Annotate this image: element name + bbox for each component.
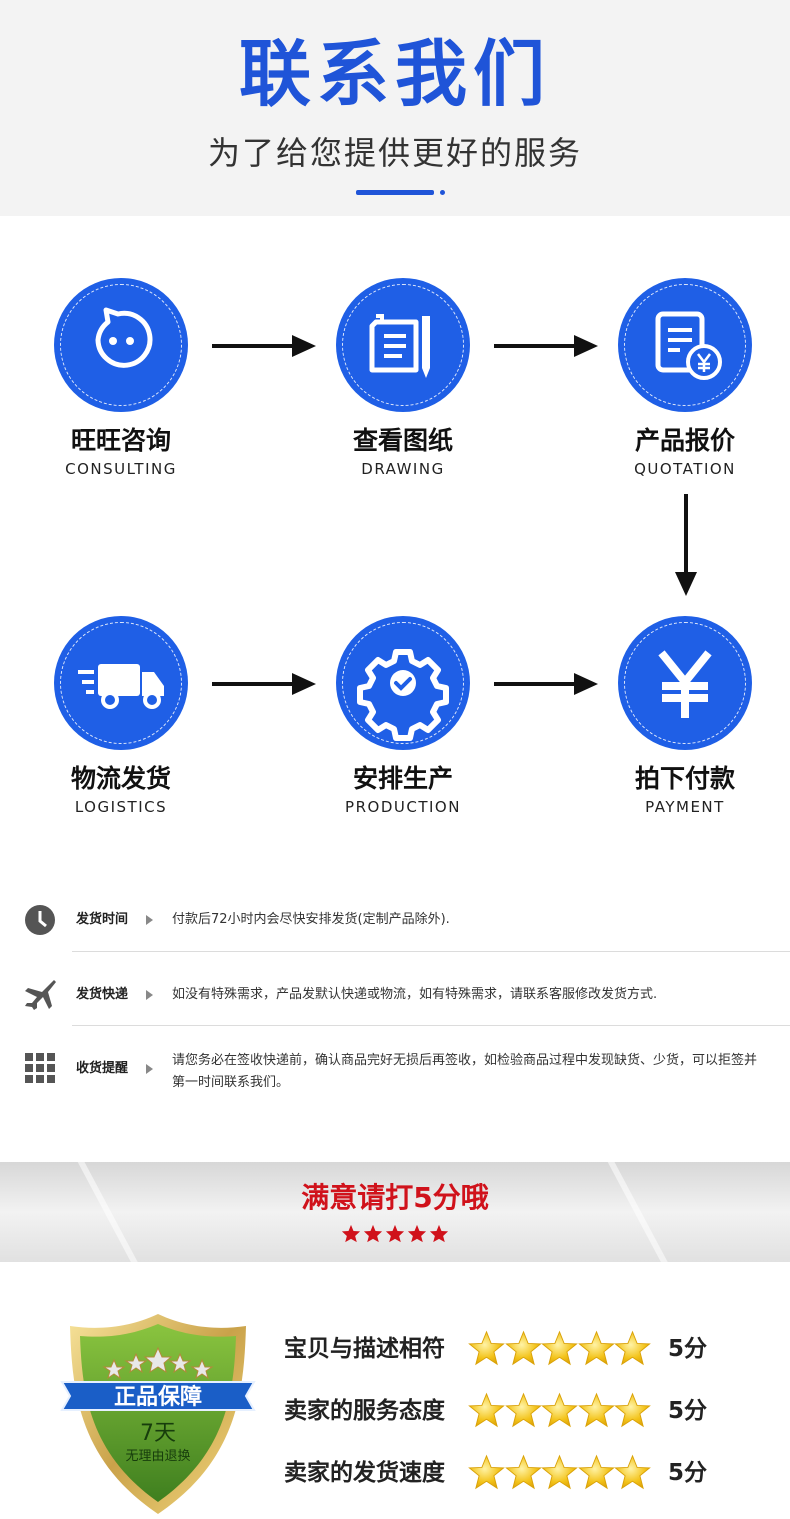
- caret-right-icon: [146, 1064, 153, 1074]
- grid-icon: [25, 1053, 55, 1083]
- arrow-right-icon: [494, 335, 598, 357]
- star-rating: [468, 1330, 651, 1370]
- score-value: 5分: [668, 1460, 708, 1486]
- step-drawing-label-en: DRAWING: [361, 460, 445, 478]
- step-quotation-circle: [618, 278, 752, 412]
- step-payment-circle: [618, 616, 752, 750]
- shipping-receipt-label: 收货提醒: [76, 1061, 129, 1076]
- score-row-shipping: 卖家的发货速度 5分: [284, 1454, 744, 1494]
- star-rating: [468, 1392, 651, 1432]
- step-drawing-circle: [336, 278, 470, 412]
- airplane-icon: [25, 980, 56, 1010]
- shipping-time-text: 付款后72小时内会尽快安排发货(定制产品除外).: [172, 912, 450, 927]
- star-icon: [429, 1224, 449, 1247]
- step-drawing-label: 查看图纸: [352, 426, 453, 455]
- star-icon: [341, 1224, 361, 1247]
- page-title: 联系我们: [238, 32, 551, 116]
- step-production-circle: [336, 616, 470, 750]
- step-quotation-label: 产品报价: [634, 426, 735, 455]
- shipping-time-label: 发货时间: [76, 912, 129, 927]
- gold-star-icon: [504, 1454, 542, 1491]
- gear-check-icon: [357, 649, 449, 741]
- shipping-courier-text: 如没有特殊需求，产品发默认快递或物流，如有特殊需求，请联系客服修改发货方式.: [172, 987, 658, 1002]
- step-consulting-circle: [54, 278, 188, 412]
- page-subtitle: 为了给您提供更好的服务: [207, 134, 582, 172]
- star-icon: [363, 1224, 383, 1247]
- step-payment-label-en: PAYMENT: [645, 798, 725, 816]
- badge-days: 7天: [140, 1421, 176, 1446]
- step-logistics-circle: [54, 616, 188, 750]
- title-underline: [356, 190, 434, 195]
- yen-icon: [658, 650, 712, 718]
- arrow-down-icon: [675, 494, 697, 596]
- badge-title: 正品保障: [114, 1384, 202, 1410]
- step-production-label: 安排生产: [352, 764, 453, 793]
- title-underline-dot: [440, 190, 445, 195]
- contact-header: 联系我们 为了给您提供更好的服务: [0, 0, 790, 216]
- shipping-courier-label: 发货快递: [76, 987, 129, 1002]
- gold-star-icon: [614, 1392, 651, 1429]
- star-rating: [468, 1454, 651, 1494]
- gold-star-icon: [577, 1330, 615, 1367]
- shipping-receipt-text: 请您务必在签收快递前，确认商品完好无损后再签收，如检验商品过程中发现缺货、少货，…: [172, 1053, 758, 1090]
- step-logistics-label-en: LOGISTICS: [74, 798, 168, 816]
- gold-star-icon: [614, 1330, 651, 1367]
- invoice-yen-icon: [655, 311, 722, 380]
- gold-star-icon: [468, 1454, 505, 1491]
- delivery-truck-icon: [78, 664, 164, 709]
- score-label: 卖家的服务态度: [284, 1398, 445, 1424]
- gold-star-icon: [577, 1392, 615, 1429]
- rating-banner: 满意请打5分哦: [0, 1162, 790, 1262]
- genuine-guarantee-badge: 正品保障 7天 无理由退换: [60, 1314, 256, 1514]
- gold-star-icon: [468, 1330, 505, 1367]
- gold-star-icon: [614, 1454, 651, 1491]
- step-payment-label: 拍下付款: [634, 764, 735, 793]
- divider: [72, 951, 790, 952]
- gold-star-icon: [541, 1392, 578, 1429]
- score-value: 5分: [668, 1336, 708, 1362]
- score-row-service: 卖家的服务态度 5分: [284, 1392, 744, 1432]
- step-consulting-label-en: CONSULTING: [65, 460, 177, 478]
- rating-banner-stars: [0, 1224, 790, 1247]
- clock-icon: [25, 905, 55, 935]
- score-label: 卖家的发货速度: [284, 1460, 445, 1486]
- rating-banner-title: 满意请打5分哦: [301, 1181, 489, 1214]
- caret-right-icon: [146, 915, 153, 925]
- star-icon: [385, 1224, 405, 1247]
- score-label: 宝贝与描述相符: [284, 1336, 445, 1362]
- document-pen-icon: [369, 314, 430, 378]
- gold-star-icon: [504, 1330, 542, 1367]
- score-value: 5分: [668, 1398, 708, 1424]
- gold-star-icon: [577, 1454, 615, 1491]
- gold-star-icon: [504, 1392, 542, 1429]
- caret-right-icon: [146, 990, 153, 1000]
- gold-star-icon: [541, 1454, 578, 1491]
- step-production-label-en: PRODUCTION: [345, 798, 461, 816]
- chat-face-icon: [95, 307, 153, 368]
- arrow-right-icon: [212, 673, 316, 695]
- score-row-description: 宝贝与描述相符 5分: [284, 1330, 744, 1370]
- step-consulting-label: 旺旺咨询: [70, 426, 171, 455]
- badge-text: 无理由退换: [125, 1449, 190, 1464]
- arrow-right-icon: [212, 335, 316, 357]
- gold-star-icon: [468, 1392, 505, 1429]
- step-quotation-label-en: QUOTATION: [634, 460, 736, 478]
- arrow-right-icon: [494, 673, 598, 695]
- step-logistics-label: 物流发货: [70, 764, 171, 793]
- divider: [72, 1025, 790, 1026]
- gold-star-icon: [541, 1330, 578, 1367]
- star-icon: [407, 1224, 427, 1247]
